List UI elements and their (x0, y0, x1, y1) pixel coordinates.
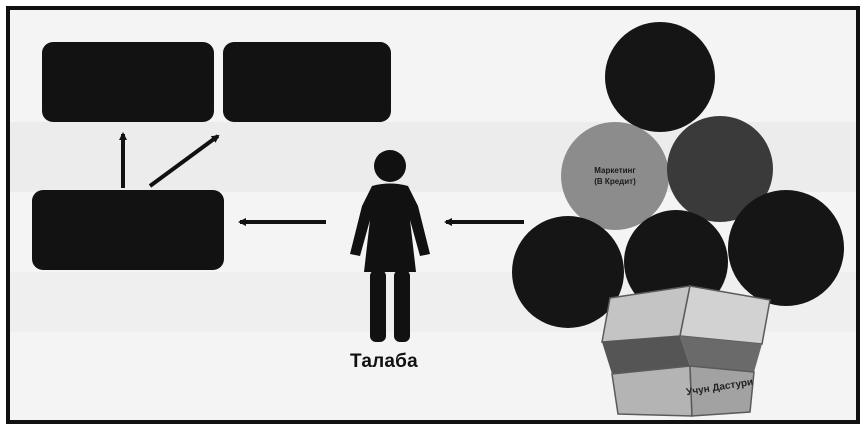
orb-bottom-left (512, 216, 624, 328)
orb-marketing: Маркетинг (В Кредит) (561, 122, 669, 230)
orb-top (605, 22, 715, 132)
person-icon (350, 150, 430, 342)
open-box-icon (601, 285, 771, 417)
goal-box-right (223, 42, 391, 122)
orb-bottom-right (728, 190, 844, 306)
student-caption: Талаба (350, 351, 418, 372)
goal-box-left (42, 42, 214, 122)
orb-label-line2: (В Кредит) (594, 177, 636, 186)
arrow-diagonal (148, 134, 220, 188)
result-box (32, 190, 224, 270)
slide-frame: Талаба Маркетинг (В Кредит) Учун Дастури (6, 6, 860, 424)
flow-arrows (119, 132, 524, 226)
orb-label-line1: Маркетинг (594, 166, 636, 175)
